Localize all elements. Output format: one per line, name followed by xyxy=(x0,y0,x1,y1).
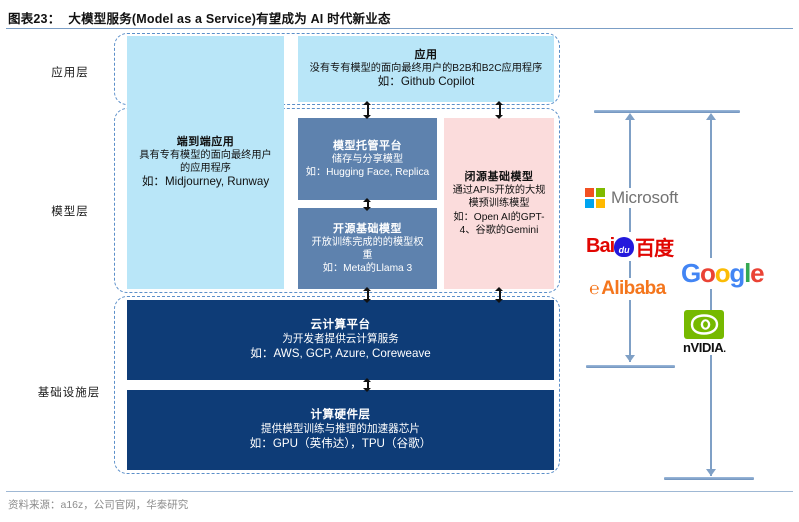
alibaba-mark-icon: ℮ xyxy=(589,279,600,298)
microsoft-wordmark: Microsoft xyxy=(611,188,679,207)
box-end-to-end-application[interactable]: 端到端应用 具有专有模型的面向最终用户的应用程序 如：Midjourney, R… xyxy=(127,36,284,289)
nvidia-eye-icon xyxy=(684,310,725,339)
box-end-to-end-example: 如：Midjourney, Runway xyxy=(141,175,270,189)
nvidia-wordmark: nVIDIA. xyxy=(683,340,726,355)
google-letter-g: G xyxy=(681,258,701,288)
arrow-open-model-to-cloud xyxy=(362,287,373,303)
box-end-to-end-desc: 具有专有模型的面向最终用户的应用程序 xyxy=(139,150,272,175)
logo-nvidia[interactable]: nVIDIA. xyxy=(683,310,726,355)
box-compute-hardware-example: 如：GPU（英伟达），TPU（谷歌） xyxy=(249,436,432,450)
group-frame-infrastructure xyxy=(114,296,560,474)
box-closed-source-example: 如：Open AI的GPT-4、谷歌的Gemini xyxy=(453,211,545,236)
box-cloud-platform[interactable]: 云计算平台 为开发者提供云计算服务 如：AWS, GCP, Azure, Cor… xyxy=(127,300,554,380)
box-model-hosting-title: 模型托管平台 xyxy=(333,139,402,152)
box-application-desc: 没有专有模型的面向最终用户的B2B和B2C应用程序 xyxy=(309,63,543,75)
arrow-stem xyxy=(367,290,369,300)
arrowhead-up-icon xyxy=(495,287,503,291)
box-open-source-model[interactable]: 开源基础模型 开放训练完成的的模型权重 如：Meta的Llama 3 xyxy=(298,208,437,289)
arrowhead-down-icon xyxy=(495,115,503,119)
google-letter-o1: o xyxy=(700,258,716,288)
right-arrow-left-head-up-icon xyxy=(625,113,635,120)
box-compute-hardware-title: 计算硬件层 xyxy=(310,409,371,422)
google-letter-g2: g xyxy=(729,258,745,288)
arrow-closed-model-to-cloud xyxy=(494,287,505,303)
figure-title: 图表23： 大模型服务(Model as a Service)有望成为 AI 时代… xyxy=(8,8,788,27)
logo-alibaba[interactable]: ℮ Alibaba xyxy=(589,278,666,300)
group-frame-model xyxy=(114,108,560,293)
right-arrow-right-head-down-icon xyxy=(706,469,716,476)
box-closed-source-desc: 通过APIs开放的大规模预训练模型 xyxy=(452,185,546,210)
group-frame-application xyxy=(114,33,560,105)
box-model-hosting[interactable]: 模型托管平台 储存与分享模型 如：Hugging Face, Replica xyxy=(298,118,437,200)
logo-baidu[interactable]: Bai du 百度 xyxy=(586,232,674,261)
alibaba-wordmark: Alibaba xyxy=(601,278,666,299)
microsoft-squares-icon xyxy=(585,188,605,208)
box-application[interactable]: 应用 没有专有模型的面向最终用户的B2B和B2C应用程序 如：Github Co… xyxy=(298,36,554,102)
box-open-source-title: 开源基础模型 xyxy=(333,222,402,235)
arrowhead-down-icon xyxy=(363,388,371,392)
logo-microsoft[interactable]: Microsoft xyxy=(585,188,678,208)
arrow-stem xyxy=(499,290,501,300)
right-panel-left-bottom-bar xyxy=(586,365,675,368)
box-open-source-example: 如：Meta的Llama 3 xyxy=(322,263,413,275)
arrow-stem xyxy=(367,201,369,208)
box-compute-hardware-desc: 提供模型训练与推理的加速器芯片 xyxy=(261,423,420,436)
arrowhead-up-icon xyxy=(363,101,371,105)
right-panel-top-bar xyxy=(594,110,740,113)
box-closed-source-model[interactable]: 闭源基础模型 通过APIs开放的大规模预训练模型 如：Open AI的GPT-4… xyxy=(444,118,554,289)
arrowhead-up-icon xyxy=(363,378,371,382)
right-panel-right-bottom-bar xyxy=(664,477,754,480)
arrowhead-up-icon xyxy=(363,198,371,202)
baidu-chinese-text: 百度 xyxy=(635,238,674,260)
layer-label-application: 应用层 xyxy=(51,67,89,79)
title-divider xyxy=(6,28,793,29)
arrowhead-up-icon xyxy=(495,101,503,105)
baidu-paw-icon: du xyxy=(614,236,635,257)
arrow-application-to-hosting xyxy=(362,101,373,119)
footer-divider xyxy=(6,491,793,492)
arrowhead-down-icon xyxy=(495,299,503,303)
arrowhead-down-icon xyxy=(363,299,371,303)
box-compute-hardware[interactable]: 计算硬件层 提供模型训练与推理的加速器芯片 如：GPU（英伟达），TPU（谷歌） xyxy=(127,390,554,470)
box-open-source-desc: 开放训练完成的的模型权重 xyxy=(311,236,424,262)
page-title: 大模型服务(Model as a Service)有望成为 AI 时代新业态 xyxy=(68,12,391,26)
arrow-stem xyxy=(499,104,501,116)
arrow-hosting-to-open-model xyxy=(362,198,373,211)
arrow-stem xyxy=(367,104,369,116)
google-letter-o2: o xyxy=(714,258,731,288)
arrow-stem xyxy=(367,381,369,389)
arrowhead-down-icon xyxy=(363,207,371,211)
right-arrow-right-line xyxy=(710,118,712,476)
baidu-bai-text: Bai xyxy=(586,235,615,257)
box-cloud-platform-title: 云计算平台 xyxy=(310,319,371,332)
arrow-cloud-to-hardware xyxy=(362,378,373,392)
arrow-application-to-closed-model xyxy=(494,101,505,119)
exhibit-number: 图表23： xyxy=(8,12,61,26)
box-closed-source-title: 闭源基础模型 xyxy=(464,171,534,184)
box-model-hosting-example: 如：Hugging Face, Replica xyxy=(305,167,430,179)
right-arrow-left-head-down-icon xyxy=(625,355,635,362)
box-cloud-platform-desc: 为开发者提供云计算服务 xyxy=(282,333,399,346)
layer-label-infrastructure: 基础设施层 xyxy=(37,387,101,399)
source-note: 资料来源：a16z，公司官网，华泰研究 xyxy=(8,499,189,511)
arrowhead-down-icon xyxy=(363,115,371,119)
layer-label-model: 模型层 xyxy=(51,206,89,218)
box-end-to-end-title: 端到端应用 xyxy=(176,136,235,148)
box-application-title: 应用 xyxy=(414,49,438,62)
box-cloud-platform-example: 如：AWS, GCP, Azure, Coreweave xyxy=(250,346,431,360)
box-application-example: 如：Github Copilot xyxy=(377,75,475,89)
right-arrow-right-head-up-icon xyxy=(706,113,716,120)
google-letter-e: e xyxy=(750,258,764,288)
google-letter-l: l xyxy=(744,258,751,288)
arrowhead-up-icon xyxy=(363,287,371,291)
box-model-hosting-desc: 储存与分享模型 xyxy=(331,153,404,165)
